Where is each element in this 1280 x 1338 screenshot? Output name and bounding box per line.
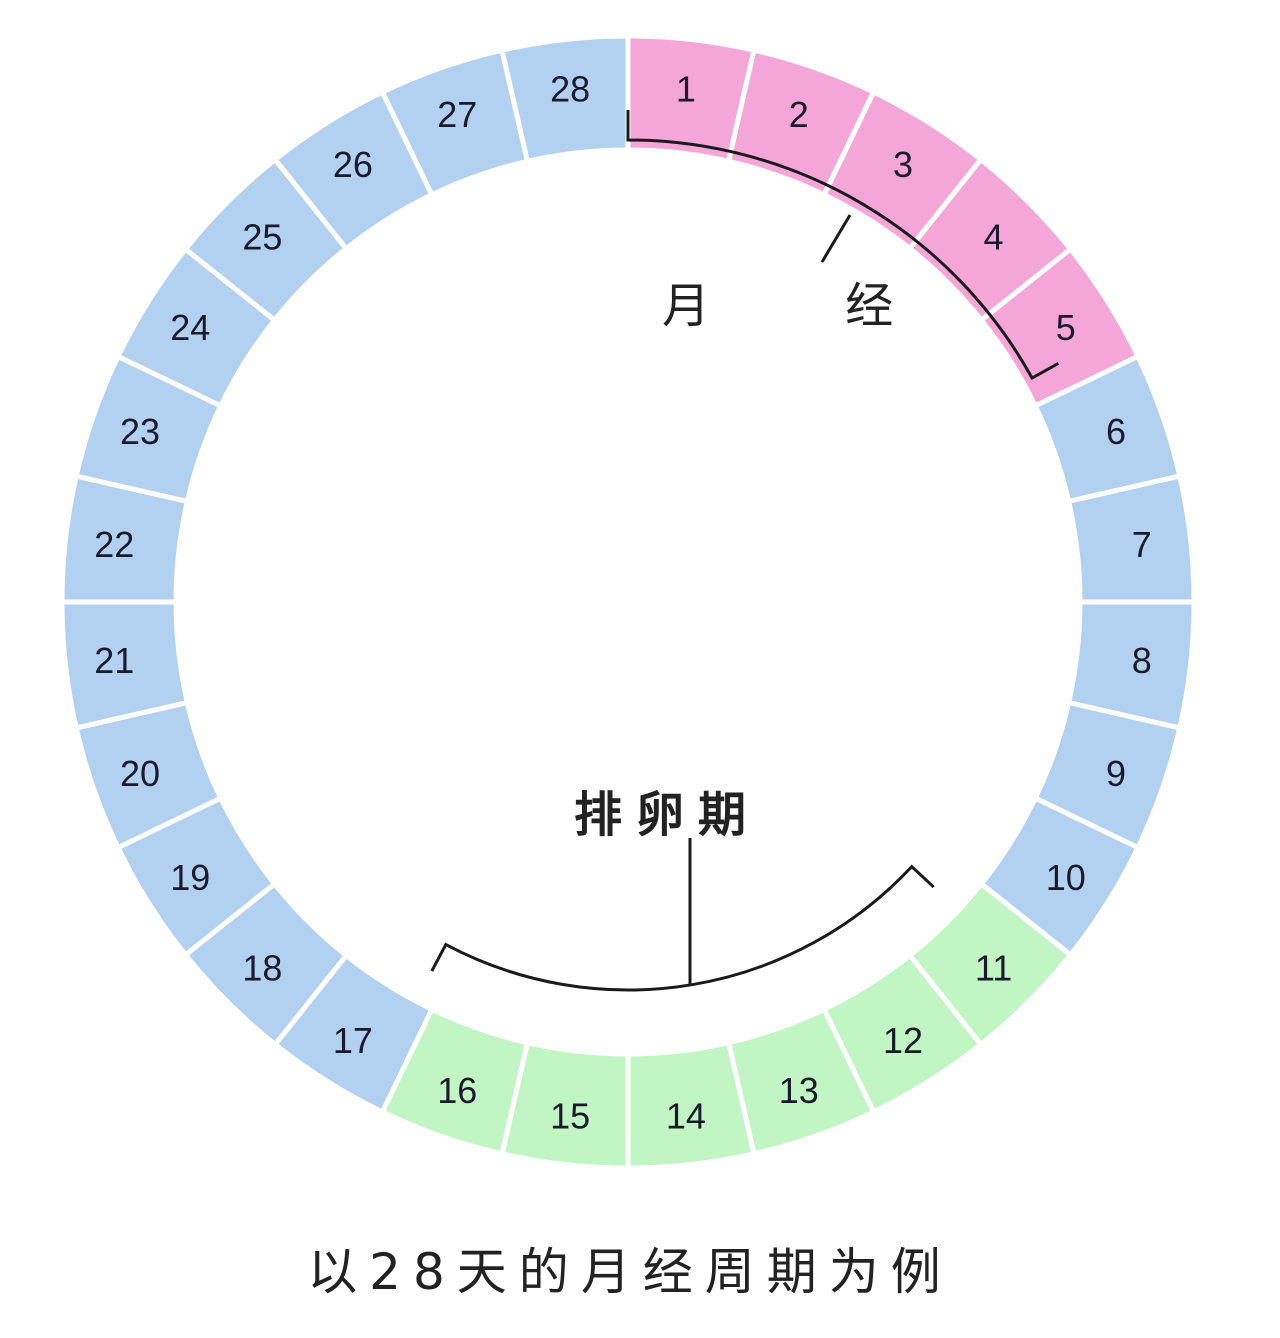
day-label-27: 27 [437,94,477,135]
day-label-26: 26 [333,144,373,185]
day-label-1: 1 [676,68,696,109]
day-label-25: 25 [242,216,282,257]
day-label-3: 3 [893,144,913,185]
day-label-4: 4 [984,216,1004,257]
menstruation-bracket [626,110,1060,381]
day-label-24: 24 [170,307,210,348]
day-label-5: 5 [1056,307,1076,348]
day-label-16: 16 [437,1070,477,1111]
ovulation-bracket [430,864,935,992]
day-label-19: 19 [170,857,210,898]
day-label-17: 17 [333,1020,373,1061]
menstruation-label: 月 经 [662,278,954,334]
day-label-2: 2 [789,94,809,135]
day-label-14: 14 [666,1096,706,1137]
day-segments: 1234567891011121314151617181920212223242… [59,33,1197,1171]
day-label-7: 7 [1132,524,1152,565]
day-label-18: 18 [242,948,282,989]
day-label-10: 10 [1046,857,1086,898]
day-label-12: 12 [883,1020,923,1061]
day-label-8: 8 [1132,640,1152,681]
ovulation-label: 排卵期 [574,787,761,843]
day-label-13: 13 [779,1070,819,1111]
day-label-28: 28 [550,68,590,109]
menstruation-leader-line [820,214,852,263]
day-label-9: 9 [1106,753,1126,794]
day-label-21: 21 [94,640,134,681]
day-label-11: 11 [975,948,1012,989]
phase-brackets [430,110,1060,992]
caption: 以28天的月经周期为例 [307,1243,953,1301]
day-label-6: 6 [1106,411,1126,452]
day-segment-28 [499,33,631,165]
day-label-22: 22 [94,524,134,565]
day-label-15: 15 [550,1096,590,1137]
day-label-20: 20 [120,753,160,794]
day-label-23: 23 [120,411,160,452]
